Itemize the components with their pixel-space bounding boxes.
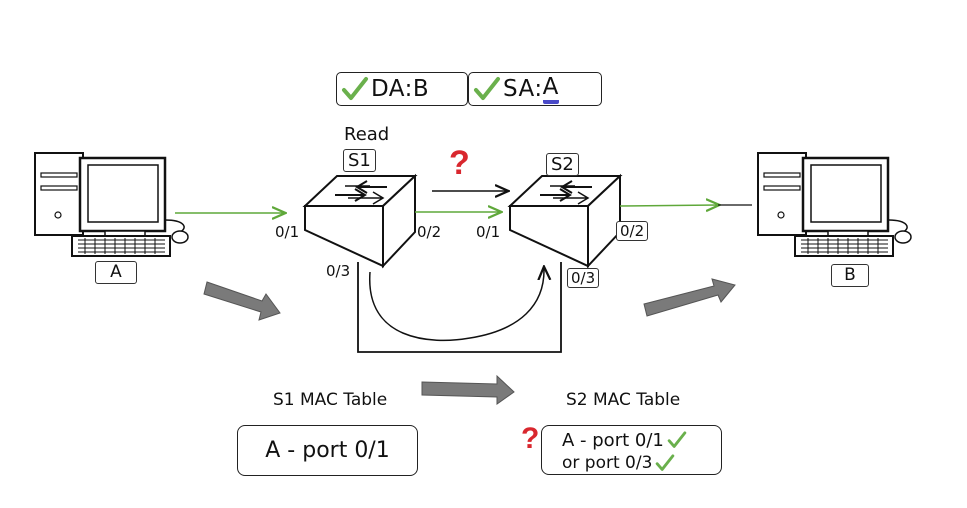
curved-arrow <box>369 268 544 342</box>
switch-s2-label: S2 <box>546 153 579 176</box>
sa-box: SA:A <box>468 72 602 106</box>
switch-s2-icon <box>507 173 623 269</box>
s2-port-left: 0/1 <box>476 223 501 241</box>
flow-arrow-3 <box>643 278 736 317</box>
source-address-value: A <box>542 74 559 104</box>
destination-address: DA:B <box>371 76 430 102</box>
checkmark-icon <box>342 77 368 100</box>
checkmark-icon <box>667 431 687 448</box>
s2-mac-table-title: S2 MAC Table <box>566 390 681 410</box>
switch-s1-icon <box>302 173 418 269</box>
s2-port-bottom: 0/3 <box>567 268 600 288</box>
s2-mac-entry-2: or port 0/3 <box>562 453 653 473</box>
s1-mac-table: A - port 0/1 <box>237 425 418 476</box>
host-b-label: B <box>831 264 869 287</box>
host-a-label: A <box>95 261 137 284</box>
da-box: DA:B <box>336 72 468 106</box>
checkmark-icon <box>656 454 675 471</box>
s1-port-right: 0/2 <box>417 223 442 241</box>
flow-arrow-1 <box>203 281 281 321</box>
s1-port-bottom: 0/3 <box>326 262 351 280</box>
checkmark-icon <box>474 77 500 100</box>
read-annotation: Read <box>344 124 390 145</box>
source-address-prefix: SA: <box>503 76 543 102</box>
flow-arrow-2 <box>421 374 515 405</box>
s2-question-mark-icon: ? <box>521 422 540 455</box>
computer-a-icon <box>34 152 189 257</box>
link-s2-b <box>619 205 718 206</box>
s1-port-left: 0/1 <box>275 223 300 241</box>
s2-mac-entry-1: A - port 0/1 <box>562 429 664 451</box>
switch-s1-label: S1 <box>343 149 376 172</box>
s2-port-right: 0/2 <box>616 221 649 241</box>
computer-b-icon <box>757 152 912 257</box>
link-s1-s2-via-03 <box>357 262 562 353</box>
s1-mac-entry: A - port 0/1 <box>265 438 390 463</box>
s1-mac-table-title: S1 MAC Table <box>273 390 388 410</box>
question-mark-icon: ? <box>449 144 470 182</box>
s2-mac-table: A - port 0/1 or port 0/3 <box>541 425 722 475</box>
